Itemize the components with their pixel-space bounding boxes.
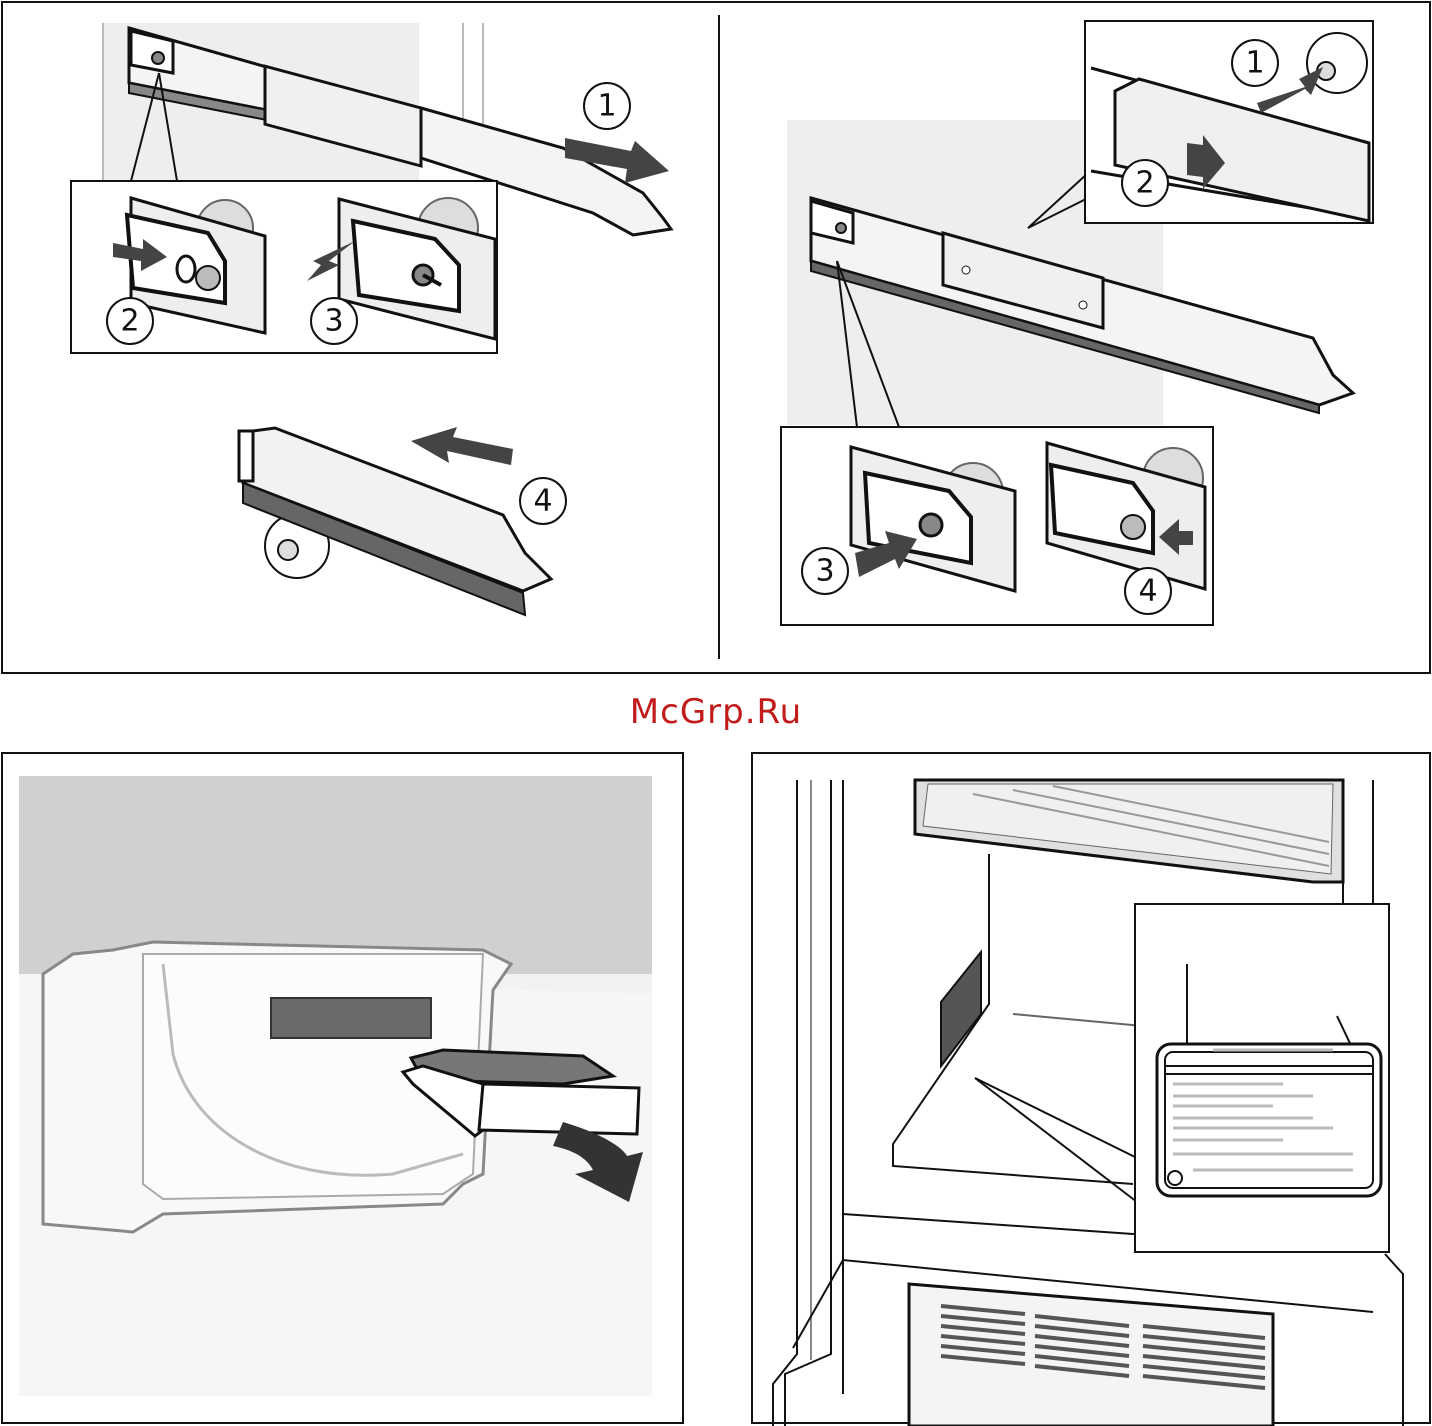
bottom-right-panel [751,752,1431,1424]
freezer-drawer [915,780,1343,882]
rating-plate-location [941,952,981,1066]
arrow-left-icon [411,427,513,465]
drip-tray-drawing [3,754,686,1426]
step-label-left-4: 4 [533,484,552,519]
step-label-left-2: 2 [120,304,139,339]
step-label-left-1: 1 [597,89,616,124]
step-label-right-2: 2 [1135,166,1154,201]
top-instruction-panel: 1 2 3 [1,1,1431,674]
ventilation-grille [909,1284,1273,1426]
step-label-right-4: 4 [1138,574,1157,609]
step-label-left-3: 3 [324,304,343,339]
rating-plate-drawing [753,754,1432,1426]
tray-slot [271,998,431,1038]
bottom-left-panel [1,752,684,1424]
back-wall [19,776,652,974]
top-panel-drawing: 1 2 3 [3,3,1432,676]
step-label-right-1: 1 [1245,46,1264,81]
watermark-text: McGrp.Ru [0,692,1432,732]
step-label-right-3: 3 [815,554,834,589]
rating-plate [1157,1044,1381,1196]
